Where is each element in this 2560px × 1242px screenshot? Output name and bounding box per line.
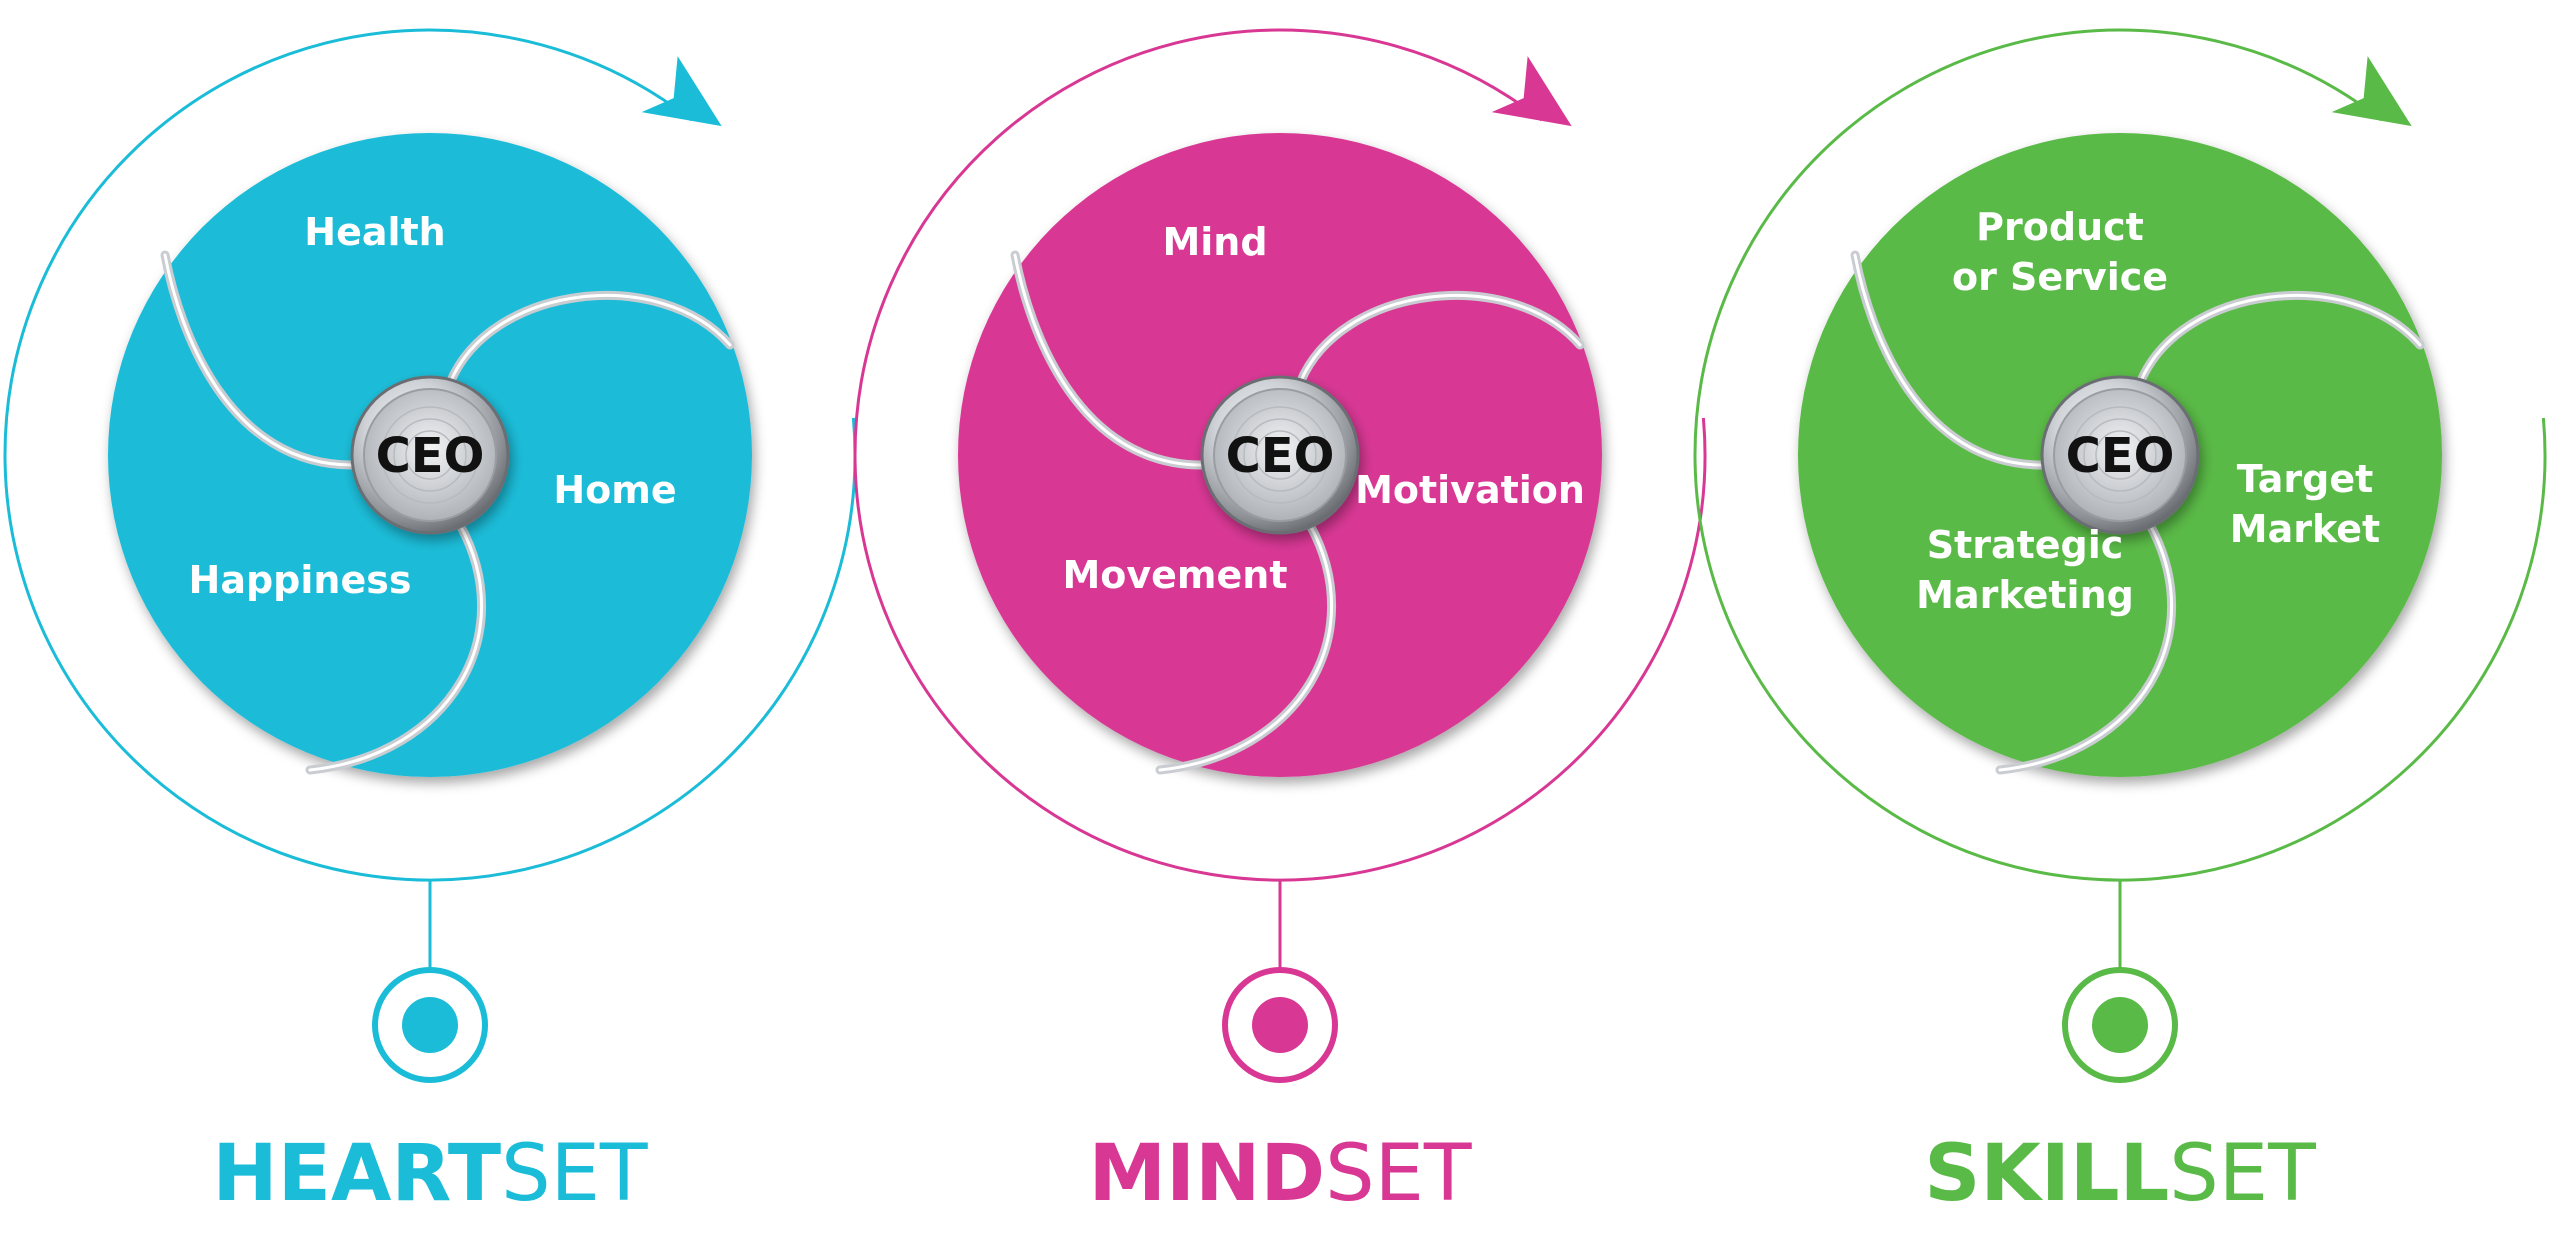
skillset-ceo-label: CEO bbox=[2066, 428, 2175, 484]
heartset-arrow-head-icon bbox=[641, 56, 722, 127]
mindset-ceo-label: CEO bbox=[1226, 428, 1335, 484]
skillset-arrow-head-icon bbox=[2331, 56, 2412, 127]
mindset-title: MINDSET bbox=[1088, 1129, 1471, 1219]
mindset-arrow-head-icon bbox=[1491, 56, 1572, 127]
heartset-swirl-highlight bbox=[448, 294, 732, 385]
mindset-coin-ring bbox=[1231, 406, 1329, 504]
heartset-target-dot bbox=[402, 997, 458, 1053]
heartset-swirl-highlight bbox=[163, 253, 354, 467]
heartset-ceo-coin-inner bbox=[363, 388, 497, 522]
mindset-outer-ring bbox=[853, 28, 1707, 882]
mindset-segment-label-3: Movement bbox=[1062, 553, 1287, 597]
skillset-outer-ring bbox=[1693, 28, 2547, 882]
skillset-coin-ring bbox=[2095, 430, 2145, 480]
mindset-ceo-coin-inner bbox=[1213, 388, 1347, 522]
heartset-segment-label-2: Home bbox=[553, 468, 676, 512]
mindset-swirl-highlight bbox=[1158, 523, 1334, 772]
skillset-swirl-highlight bbox=[2138, 294, 2422, 385]
mindset-target-dot bbox=[1252, 997, 1308, 1053]
heartset-ceo-label: CEO bbox=[376, 428, 485, 484]
skillset-ceo-coin-inner bbox=[2053, 388, 2187, 522]
mindset-swirl-highlight bbox=[1013, 253, 1204, 467]
heartset-outer-ring bbox=[3, 28, 857, 882]
heartset-segment-label-3: Happiness bbox=[189, 558, 412, 602]
heartset-coin-ring bbox=[405, 430, 455, 480]
heartset-segment-label-1: Health bbox=[304, 210, 445, 254]
skillset-title: SKILLSET bbox=[1924, 1129, 2316, 1219]
skillset-coin-ring bbox=[2071, 406, 2169, 504]
skillset-target-dot bbox=[2092, 997, 2148, 1053]
skillset-swirl-highlight bbox=[1853, 253, 2044, 467]
heartset-title: HEARTSET bbox=[212, 1129, 647, 1219]
mindset-segment-label-2: Motivation bbox=[1355, 468, 1585, 512]
heartset-coin-ring bbox=[381, 406, 479, 504]
skillset-swirl-highlight bbox=[1998, 523, 2174, 772]
mindset-coin-ring bbox=[1243, 418, 1317, 492]
heartset-coin-ring bbox=[393, 418, 467, 492]
mindset-coin-ring bbox=[1255, 430, 1305, 480]
mindset-segment-label-1: Mind bbox=[1162, 220, 1267, 264]
skillset-coin-ring bbox=[2083, 418, 2157, 492]
heartset-swirl-highlight bbox=[308, 523, 484, 772]
mindset-swirl-highlight bbox=[1298, 294, 1582, 385]
